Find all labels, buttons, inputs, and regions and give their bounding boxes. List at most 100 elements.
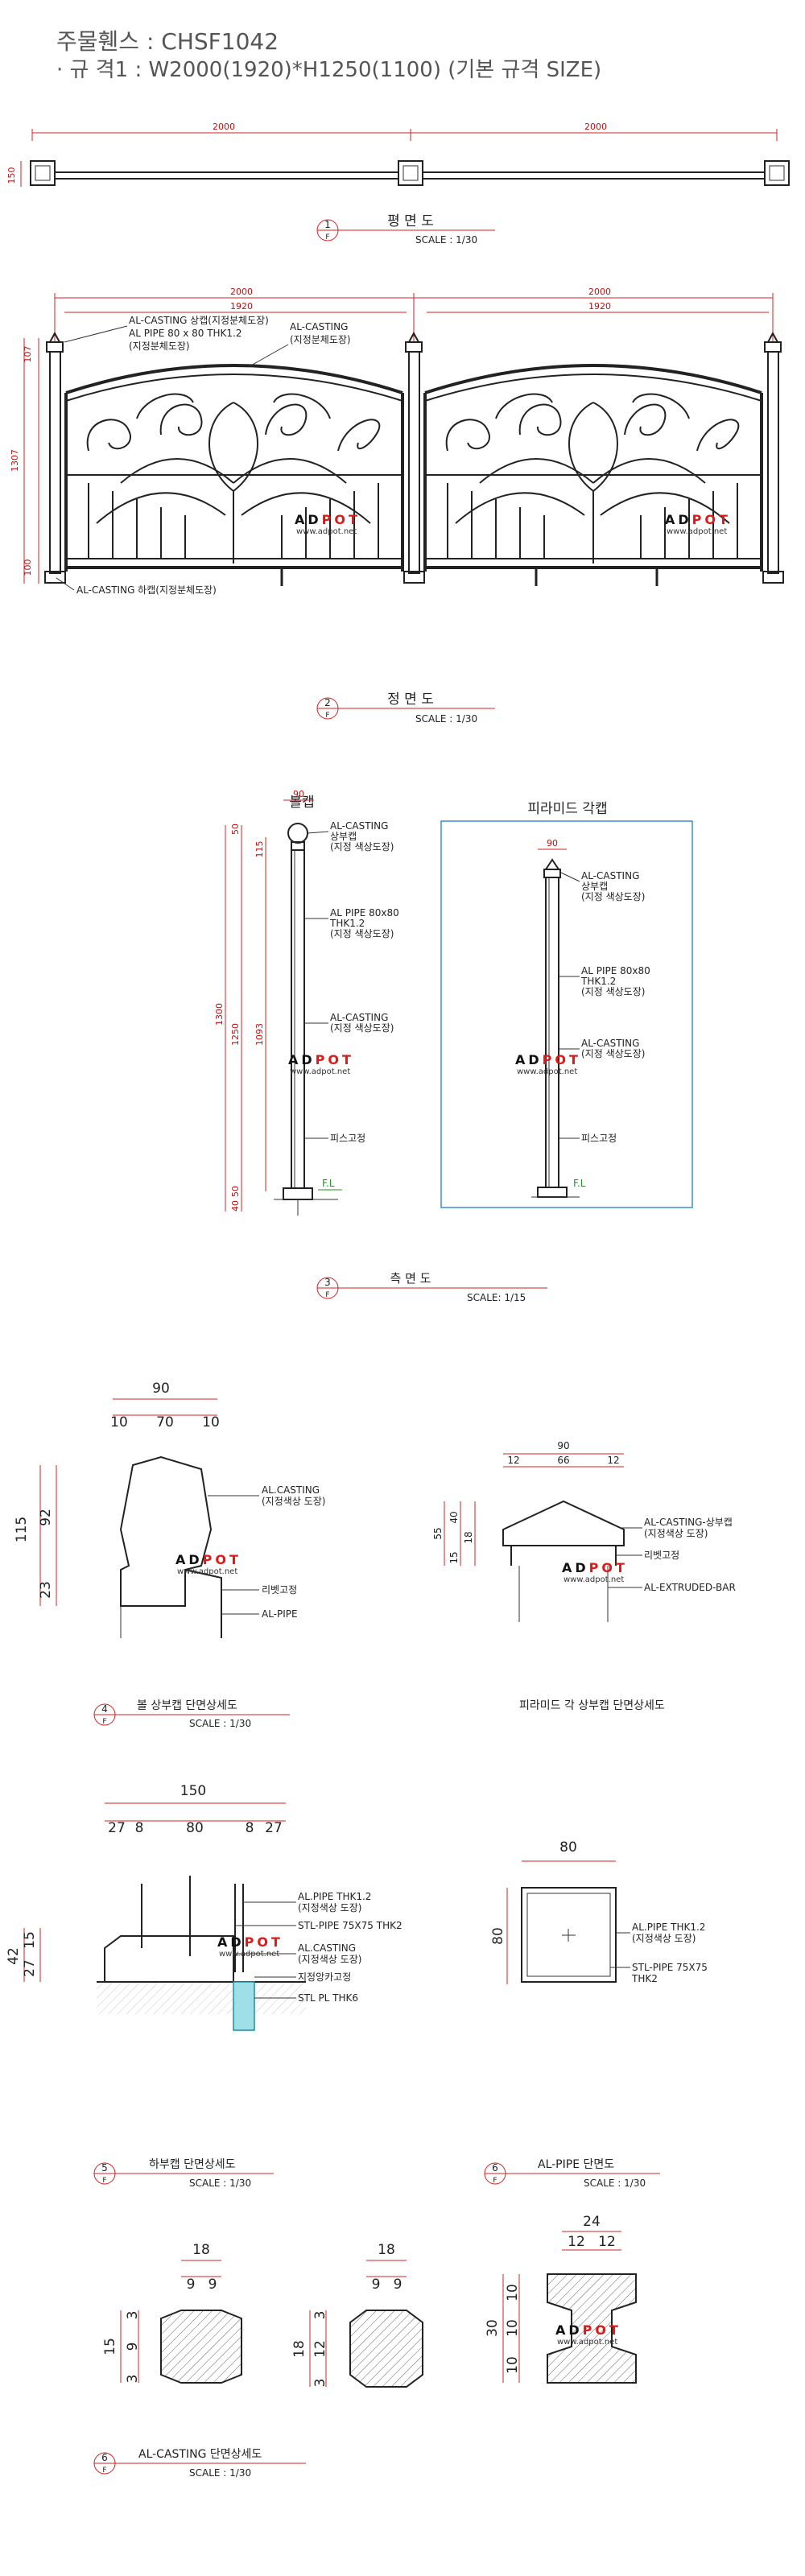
pipe-lab1: AL.PIPE THK1.2	[632, 1922, 705, 1933]
front-scale: SCALE : 1/30	[415, 713, 477, 724]
pcap-p12a: 12	[507, 1455, 519, 1466]
pcap-lab-cast: AL-CASTING-상부캡	[644, 1517, 733, 1528]
cap-caption: 4 F 볼 상부캡 단면상세도 SCALE : 1/30	[93, 1699, 290, 1729]
cast-a15: 15	[102, 2338, 118, 2355]
cast-c10c: 10	[505, 2356, 521, 2374]
side-cast-1: AL-CASTING	[330, 1012, 388, 1023]
svg-text:ADPOT: ADPOT	[217, 1934, 283, 1950]
cap-d10b: 10	[202, 1414, 220, 1430]
cast-c12a: 12	[568, 2234, 585, 2250]
front-dim-100: 100	[23, 559, 33, 576]
cap-title: 볼 상부캡 단면상세도	[137, 1699, 237, 1712]
pcap-p15: 15	[448, 1551, 460, 1563]
side-dim-1300: 1300	[214, 1003, 225, 1026]
svg-text:www.adpot.net: www.adpot.net	[557, 2338, 617, 2347]
pcap-p18: 18	[463, 1531, 474, 1543]
pipe-title: AL-PIPE 단면도	[538, 2158, 614, 2171]
cast-a9b: 9	[208, 2277, 217, 2293]
cast-c10b: 10	[505, 2319, 521, 2337]
cast-c10a: 10	[505, 2284, 521, 2301]
pcap-p90: 90	[557, 1440, 569, 1451]
svg-text:www.adpot.net: www.adpot.net	[564, 1575, 624, 1584]
side-pcast-2: (지정 색상도장)	[581, 1048, 645, 1059]
pcap-p12b: 12	[607, 1455, 619, 1466]
pyramid-frame	[440, 820, 693, 1208]
bot-d27a: 27	[108, 1820, 126, 1836]
svg-text:3: 3	[324, 1277, 331, 1288]
side-cap-1: AL-CASTING	[330, 820, 388, 832]
front-dim-1307: 1307	[10, 449, 20, 472]
plan-dim-2000-b: 2000	[584, 122, 607, 132]
cap-d70: 70	[156, 1414, 174, 1430]
watermark-pyrcap: ADPOT www.adpot.net	[562, 1560, 625, 1584]
front-label-bottom: AL-CASTING 하캡(지정분체도장)	[76, 584, 217, 596]
side-pcap-3: (지정 색상도장)	[581, 891, 645, 902]
post-left	[44, 331, 66, 584]
side-dim-1250: 1250	[230, 1023, 241, 1046]
bot-lab5: STL PL THK6	[298, 1992, 358, 2004]
watermark-front-right: ADPOT www.adpot.net	[665, 512, 731, 536]
side-caption: 3 F 측 면 도 SCALE: 1/15	[316, 1271, 547, 1303]
pyrcap-title: 피라미드 각 상부캡 단면상세도	[519, 1699, 665, 1712]
pipe-d80v: 80	[490, 1927, 506, 1945]
pipe-lab2: STL-PIPE 75X75	[632, 1962, 708, 1973]
plan-scale: SCALE : 1/30	[415, 234, 477, 246]
front-label-cast-2: (지정분체도장)	[290, 334, 351, 345]
bot-d42: 42	[6, 1947, 22, 1965]
pcap-p55: 55	[432, 1527, 444, 1539]
svg-text:F: F	[102, 2467, 106, 2475]
pipe-scale: SCALE : 1/30	[584, 2178, 646, 2189]
side-ppipe-2: THK1.2	[580, 976, 616, 987]
side-dim-90b: 90	[547, 838, 558, 848]
cap-details: 90 10 70 10 115 92 23 AL.CASTING (지정색상 도…	[14, 1381, 736, 1729]
plan-dim-150: 150	[6, 167, 17, 184]
svg-text:ADPOT: ADPOT	[665, 512, 731, 527]
cap-d90: 90	[152, 1381, 170, 1397]
plan-dim-2000-a: 2000	[213, 122, 235, 132]
pipe-lab2b: THK2	[631, 1973, 658, 1984]
side-pcast-1: AL-CASTING	[581, 1038, 639, 1049]
cast-a3b: 3	[125, 2375, 141, 2384]
cap-d92: 92	[38, 1509, 54, 1526]
bottom-scale: SCALE : 1/30	[189, 2178, 251, 2189]
bot-d8a: 8	[135, 1820, 144, 1836]
svg-text:ADPOT: ADPOT	[295, 512, 361, 527]
cast-b18v: 18	[291, 2340, 308, 2358]
plan-view: 2000 2000 150 1 F 평 면 도 SCALE : 1/30	[6, 122, 790, 246]
bot-lab3b: (지정색상 도장)	[298, 1954, 361, 1965]
cap-d23: 23	[38, 1581, 54, 1599]
casting-scale: SCALE : 1/30	[189, 2467, 251, 2479]
svg-text:F: F	[325, 233, 329, 242]
cast-b9b: 9	[394, 2277, 402, 2293]
bottom-cap-detail: 150 27 8 80 8 27 42 27 15 AL.PIPE THK1.2…	[6, 1783, 402, 2189]
svg-text:ADPOT: ADPOT	[555, 2322, 621, 2338]
svg-text:www.adpot.net: www.adpot.net	[219, 1950, 279, 1959]
side-pcap-2: 상부캡	[581, 881, 608, 892]
fence-panel-right	[423, 364, 763, 586]
cast-b3b: 3	[312, 2379, 328, 2388]
svg-text:www.adpot.net: www.adpot.net	[517, 1067, 577, 1076]
pyramid-cap-post	[531, 858, 580, 1198]
watermark-front-left: ADPOT www.adpot.net	[295, 512, 361, 536]
side-dim-50b: 50	[230, 1186, 241, 1197]
front-label-top-1: AL-CASTING 상캡(지정분체도장)	[129, 315, 269, 326]
svg-text:F: F	[493, 2177, 497, 2185]
cast-a9a: 9	[187, 2277, 196, 2293]
side-dim-1093: 1093	[254, 1023, 265, 1046]
watermark-side-left: ADPOT www.adpot.net	[288, 1052, 351, 1076]
pipe-lab1b: (지정색상 도장)	[632, 1933, 696, 1944]
front-dim-2000-a: 2000	[230, 287, 253, 297]
svg-text:1: 1	[324, 219, 331, 230]
cast-b18: 18	[378, 2242, 395, 2258]
side-pcap-1: AL-CASTING	[581, 870, 639, 881]
side-title-ball: 볼캡	[289, 795, 314, 811]
front-caption: 2 F 정 면 도 SCALE : 1/30	[316, 691, 495, 724]
svg-text:F: F	[325, 1291, 329, 1299]
cast-c12b: 12	[598, 2234, 616, 2250]
front-view: 2000 2000 1920 1920 107 1307 100	[10, 287, 784, 724]
bot-d27c: 27	[22, 1959, 38, 1977]
watermark-side-right: ADPOT www.adpot.net	[515, 1052, 578, 1076]
side-pscrew: 피스고정	[581, 1133, 617, 1144]
cap-lab-cast: AL.CASTING	[262, 1484, 320, 1496]
side-ppipe-1: AL PIPE 80x80	[581, 965, 650, 976]
